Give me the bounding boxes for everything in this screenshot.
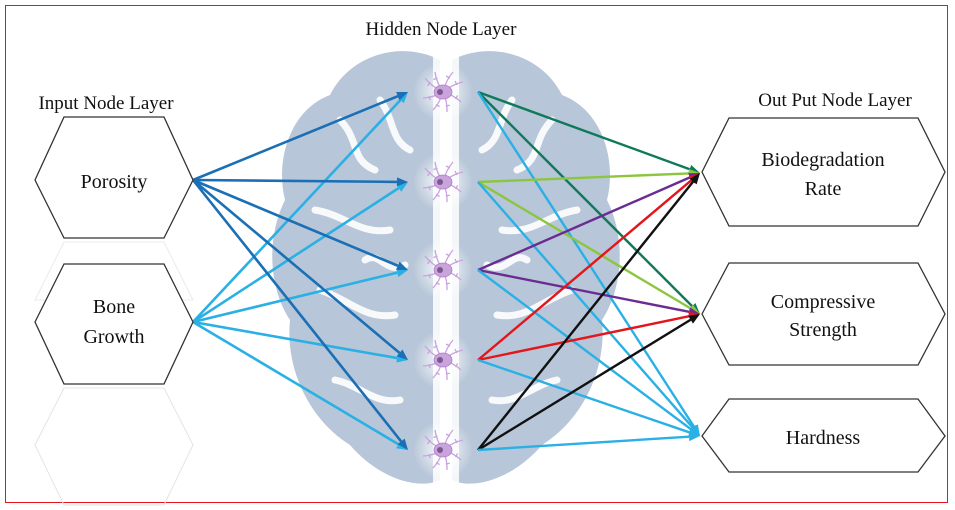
edge-porosity-to-h4 — [192, 179, 408, 360]
input-node-bone-growth: Bone Growth — [34, 263, 194, 506]
input-layer-title: Input Node Layer — [38, 93, 174, 114]
strength-label: Strength — [789, 319, 857, 341]
hardness-label: Hardness — [786, 427, 861, 449]
compressive-label: Compressive — [771, 291, 876, 313]
figure-frame — [5, 5, 948, 503]
edge-h5-to-compressive-strength — [477, 314, 700, 452]
edge-bone-growth-to-h1 — [192, 92, 408, 323]
hidden-neurons — [413, 62, 473, 480]
hidden-neuron-h4 — [413, 330, 473, 390]
edge-h5-to-hardness — [477, 432, 700, 452]
edge-porosity-to-h3 — [192, 178, 408, 270]
edge-porosity-to-h1 — [192, 92, 408, 182]
bone-label: Bone — [93, 296, 135, 318]
growth-label: Growth — [83, 326, 144, 348]
edge-bone-growth-to-h3 — [192, 268, 408, 324]
output-node-hardness: Hardness — [701, 398, 946, 473]
connection-edges — [191, 90, 700, 452]
porosity-label: Porosity — [81, 171, 148, 193]
hidden-neuron-h3 — [413, 240, 473, 300]
hidden-neuron-h1 — [413, 62, 473, 122]
hidden-neuron-h5 — [413, 420, 473, 480]
hidden-layer-title: Hidden Node Layer — [366, 19, 518, 40]
edge-h5-to-biodegradation-rate — [477, 173, 700, 451]
brain-illustration — [272, 51, 620, 485]
input-node-porosity: Porosity — [34, 116, 194, 301]
output-node-biodegradation-rate: Biodegradation Rate — [701, 117, 946, 227]
output-node-compressive-strength: Compressive Strength — [701, 262, 946, 366]
hidden-neuron-h2 — [413, 152, 473, 212]
rate-label: Rate — [805, 178, 842, 200]
biodegradation-label: Biodegradation — [761, 149, 884, 171]
edge-porosity-to-h5 — [191, 179, 408, 450]
edge-porosity-to-h2 — [192, 177, 408, 187]
output-layer-title: Out Put Node Layer — [758, 90, 912, 111]
